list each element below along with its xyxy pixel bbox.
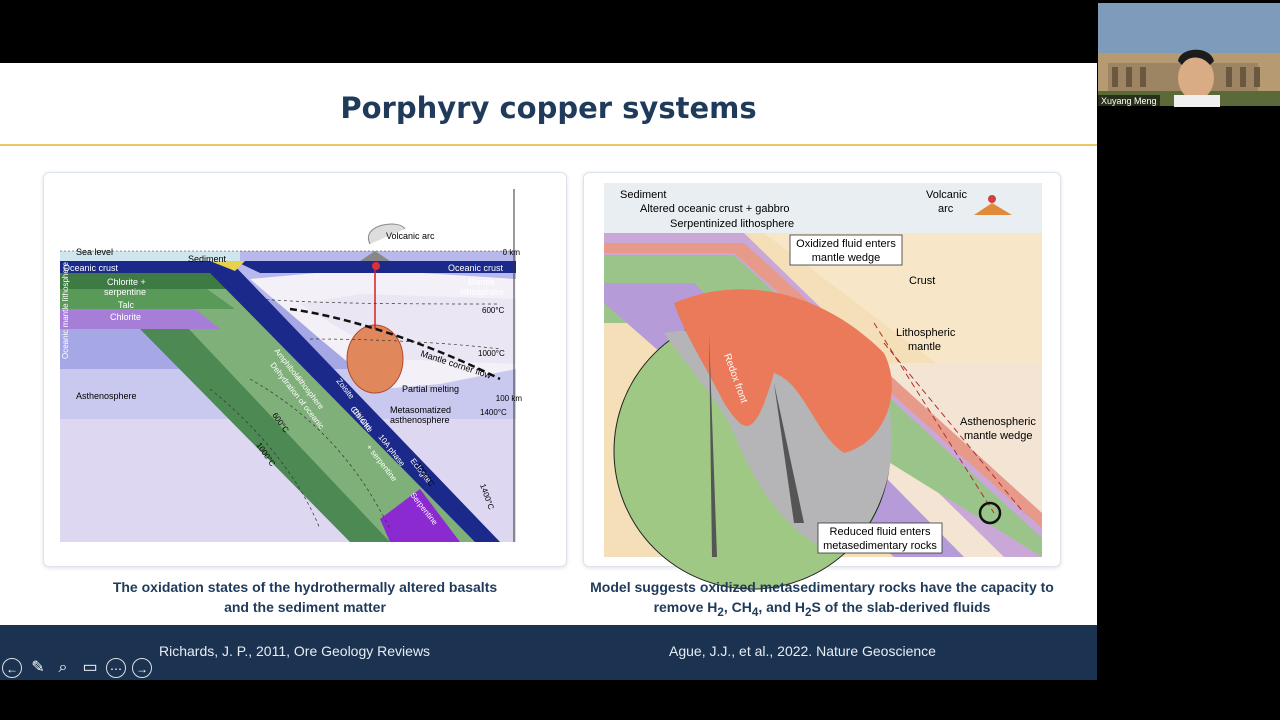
subduction-diagram: Sea level Sediment Volcanic arc 0 km Oce… (60, 189, 522, 542)
label-600c-right: 600°C (482, 306, 505, 315)
label-reduced-1: Reduced fluid enters (830, 526, 931, 538)
label-partial-melting: Partial melting (402, 384, 459, 394)
reference-left: Richards, J. P., 2011, Ore Geology Revie… (159, 643, 431, 659)
label-oceanic-crust-right: Oceanic crust (448, 263, 504, 273)
label-reduced-2: metasedimentary rocks (823, 540, 937, 552)
label-1400c-a: 1400°C (480, 408, 507, 417)
video-icon[interactable]: ▭ (82, 659, 98, 676)
webcam-video (1098, 3, 1280, 107)
label-metasomatized-2: asthenosphere (390, 415, 450, 425)
label-serp-lith: Serpentinized lithosphere (670, 218, 794, 230)
label-sediment-r: Sediment (620, 189, 666, 201)
label-crust: Crust (909, 275, 935, 287)
label-100km: 100 km (496, 394, 523, 403)
caption-right: Model suggests oxidized metasedimentary … (590, 579, 1054, 619)
label-astheno-1: Asthenospheric (960, 416, 1036, 428)
participant-name: Xuyang Meng (1098, 95, 1160, 107)
label-sediment: Sediment (188, 254, 227, 264)
label-lith-mantle-2: mantle (908, 341, 941, 353)
label-oxidized-1: Oxidized fluid enters (796, 238, 896, 250)
reference-right: Ague, J.J., et al., 2022. Nature Geoscie… (669, 643, 936, 659)
slide-title: Porphyry copper systems (340, 91, 757, 125)
label-oceanic-mantle-lith: Oceanic mantle lithosphere (61, 262, 70, 359)
label-volcanic-arc: Volcanic arc (386, 231, 435, 241)
label-mantle-lith-1: Mantle (468, 277, 495, 287)
label-metasomatized-1: Metasomatized (390, 405, 451, 415)
arrow-right-icon[interactable]: → (132, 658, 152, 678)
label-volcanic-2: arc (938, 203, 954, 215)
left-figure-panel: Sea level Sediment Volcanic arc 0 km Oce… (43, 172, 567, 567)
label-astheno-2: mantle wedge (964, 430, 1033, 442)
label-chlorite-serp-1: Chlorite + (107, 277, 146, 287)
webcam-thumbnail[interactable]: Xuyang Meng (1098, 3, 1280, 107)
label-mantle-lith-2: lithosphere (460, 287, 504, 297)
more-icon[interactable]: ⋯ (106, 658, 126, 678)
label-0km: 0 km (503, 248, 521, 257)
zoom-icon[interactable]: ⌕ (58, 659, 68, 676)
presentation-toolbar: ← ✎ ⌕ ▭ ⋯ → (0, 655, 160, 681)
slide-footer: Richards, J. P., 2011, Ore Geology Revie… (0, 625, 1097, 680)
label-chlorite: Chlorite (110, 312, 141, 322)
label-oceanic-crust-left: Oceanic crust (63, 263, 119, 273)
label-asthenosphere: Asthenosphere (76, 391, 137, 401)
presentation-slide: Porphyry copper systems (0, 63, 1097, 680)
label-chlorite-serp-2: serpentine (104, 287, 146, 297)
caption-left: The oxidation states of the hydrothermal… (112, 579, 498, 615)
label-lith-mantle-1: Lithospheric (896, 327, 956, 339)
label-oxidized-2: mantle wedge (812, 252, 881, 264)
label-sea-level: Sea level (76, 247, 113, 257)
title-divider (0, 144, 1097, 146)
pen-icon[interactable]: ✎ (31, 659, 45, 676)
redox-model-diagram: Sediment Altered oceanic crust + gabbro … (604, 183, 1042, 590)
arrow-left-icon[interactable]: ← (2, 658, 22, 678)
label-altered-crust: Altered oceanic crust + gabbro (640, 203, 790, 215)
label-talc: Talc (118, 300, 135, 310)
label-1000c-right: 1000°C (478, 349, 505, 358)
right-figure-panel: Sediment Altered oceanic crust + gabbro … (583, 172, 1061, 590)
label-volcanic-1: Volcanic (926, 189, 967, 201)
